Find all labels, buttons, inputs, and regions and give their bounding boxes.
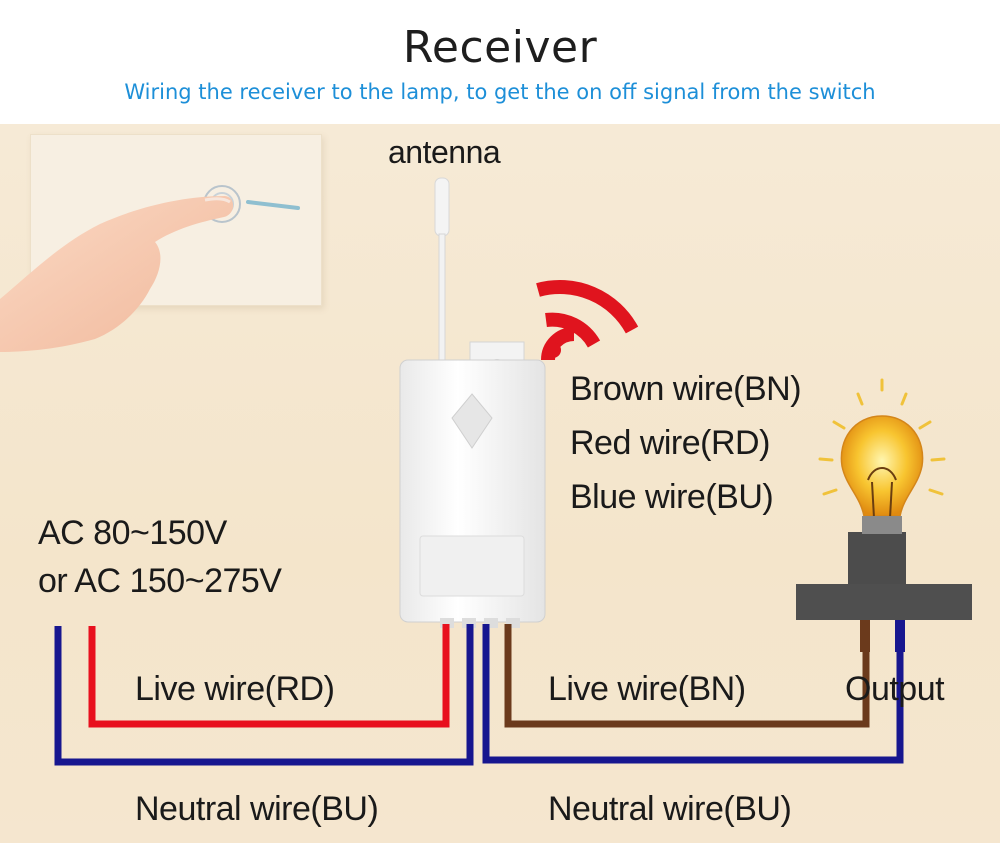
live-wire-right-label: Live wire(BN): [548, 670, 746, 708]
brown-wire-label: Brown wire(BN): [570, 370, 802, 408]
ac-voltage-line1: AC 80~150V: [38, 514, 227, 552]
page-title: Receiver: [402, 22, 598, 73]
neutral-wire-right: [482, 619, 904, 764]
light-bulb-icon: [818, 378, 946, 534]
hand-pressing-switch-icon: [0, 185, 300, 352]
page-subtitle: Wiring the receiver to the lamp, to get …: [124, 80, 876, 104]
neutral-wire-right-label: Neutral wire(BU): [548, 790, 792, 828]
neutral-wire-left-label: Neutral wire(BU): [135, 790, 379, 828]
blue-wire-label: Blue wire(BU): [570, 478, 774, 516]
live-wire-left: [88, 624, 450, 728]
live-wire-right: [504, 624, 870, 728]
lamp-socket-icon: [796, 532, 972, 652]
header: Receiver Wiring the receiver to the lamp…: [0, 0, 1000, 124]
ac-voltage-line2: or AC 150~275V: [38, 562, 282, 600]
antenna-label: antenna: [388, 134, 501, 170]
neutral-wire-left: [54, 624, 474, 766]
receiver-box-icon: [399, 341, 546, 628]
live-wire-left-label: Live wire(RD): [135, 670, 335, 708]
red-wire-label: Red wire(RD): [570, 424, 770, 462]
antenna-icon: [434, 177, 450, 365]
output-label: Output: [845, 670, 945, 708]
wiring-diagram: [0, 177, 972, 766]
